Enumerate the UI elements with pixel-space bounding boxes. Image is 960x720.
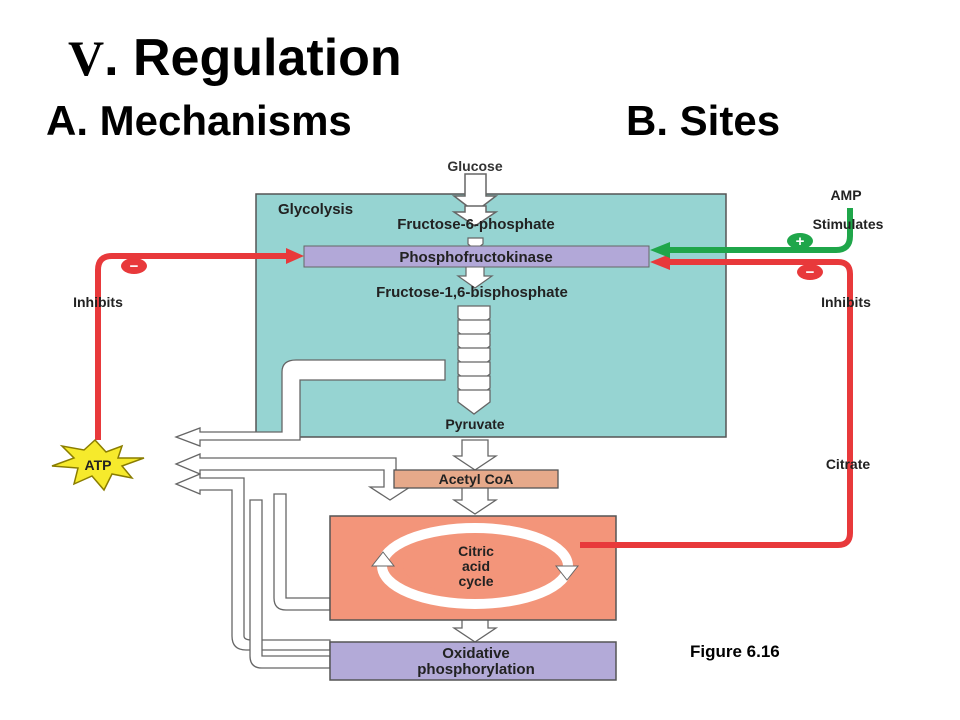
minus-badge-right-icon [797,264,823,280]
citric-line2: acid [462,558,490,574]
heading-sites: B. Sites [626,97,781,144]
amp-label: AMP [830,187,861,203]
citrate-inhibit-line [580,259,853,548]
amp-stimulate-line [666,208,853,253]
figure-label: Figure 6.16 [690,642,780,661]
pyruvate-arrow [451,439,499,471]
atp-star-icon [51,438,145,492]
plus-sign: + [796,233,805,250]
glycolysis-box [255,193,727,438]
cycle-arrowhead-right [554,565,580,581]
stimulates-label: Stimulates [813,216,884,232]
oxphos-line1: Oxidative [442,645,510,662]
citric-line1: Citric [458,543,494,559]
fructose16bp-label: Fructose-1,6-bisphosphate [376,284,568,301]
pyruvate-label: Pyruvate [445,416,504,432]
atp-flow-lines [174,359,446,669]
citric-line3: cycle [458,573,493,589]
title-roman-numeral: V [68,30,105,86]
amp-stimulate-arrowhead [650,242,670,258]
pfk-label: Phosphofructokinase [399,249,552,266]
plus-badge-icon [787,233,813,249]
heading-mechanisms: A. Mechanisms [46,97,352,144]
cycle-arrowhead-left [370,551,396,567]
glycolysis-label: Glycolysis [278,201,353,218]
atp-inhibit-arrowhead [286,248,304,264]
pfk-arrow [456,265,494,289]
minus-sign-left: − [130,258,139,275]
pfk-box [303,245,650,268]
oxphos-box [329,641,617,681]
minus-badge-left-icon [121,258,147,274]
atp-label: ATP [85,457,112,473]
fructose6p-label: Fructose-6-phosphate [397,216,555,233]
cycle-center [403,539,547,593]
acetyl-arrow [451,486,499,515]
acetyl-coa-label: Acetyl CoA [439,471,514,487]
inhibits-left-label: Inhibits [73,294,123,310]
glycolysis-chevrons [457,305,491,415]
minus-sign-right: − [806,264,815,281]
glucose-label: Glucose [447,158,502,174]
slide-title: V. Regulation [68,28,402,88]
title-text: . Regulation [104,29,402,87]
citrate-inhibit-arrowhead [650,254,670,270]
atp-inhibit-line [95,253,290,440]
acetyl-coa-box [393,469,559,489]
oxphos-line2: phosphorylation [417,661,535,678]
glucose-arrow [451,173,499,227]
citrate-label: Citrate [826,456,871,472]
inhibits-right-label: Inhibits [821,294,871,310]
